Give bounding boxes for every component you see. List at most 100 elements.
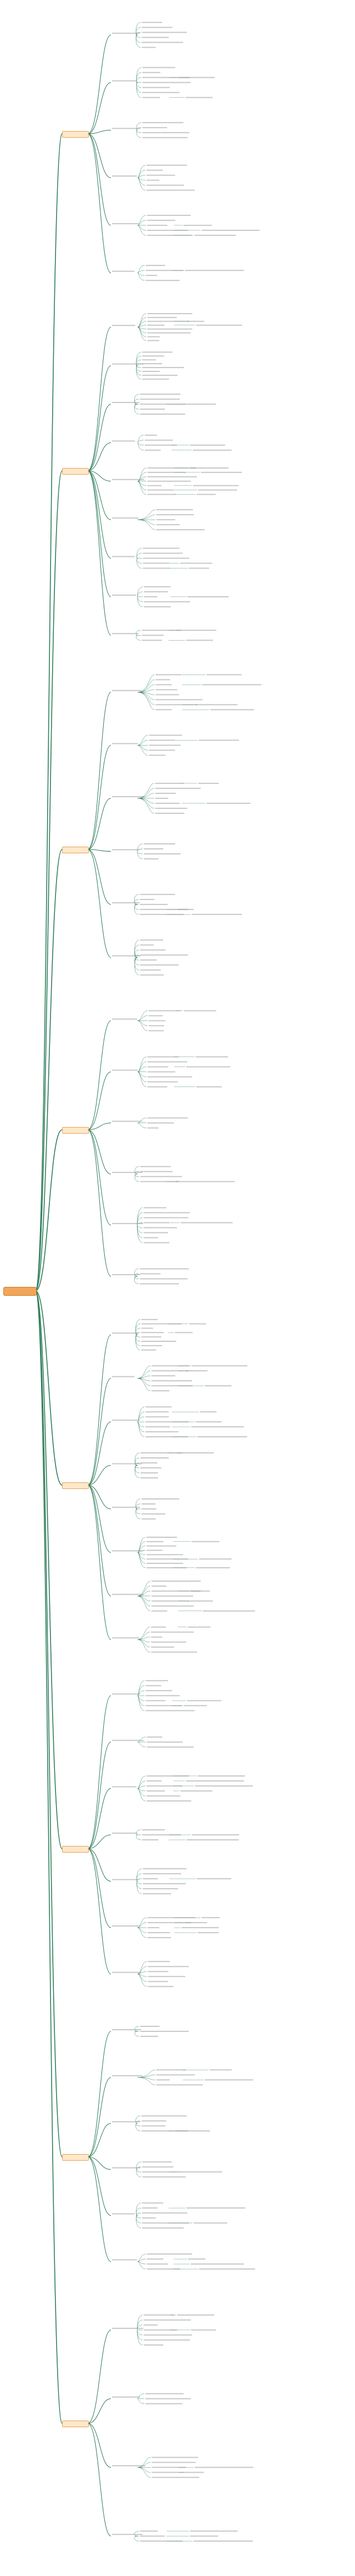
leaf-text-stub <box>189 567 210 569</box>
leaf-text-stub <box>206 802 251 804</box>
branch-line <box>135 1503 141 1510</box>
branch-line <box>134 394 139 405</box>
leaf-text-stub <box>146 184 184 186</box>
branch-line <box>137 1010 148 1021</box>
branch-line <box>137 2070 155 2078</box>
leaf-text-stub <box>112 1506 140 1508</box>
leaf-text-stub <box>156 514 194 516</box>
leaf-text-stub <box>142 2222 189 2224</box>
leaf-text-stub <box>155 674 182 676</box>
leaf-text-stub <box>176 909 194 910</box>
branch-line <box>137 1552 146 1559</box>
branch-line <box>137 1370 151 1378</box>
branch-line <box>134 957 139 965</box>
branch-line <box>134 399 139 405</box>
branch-line <box>135 2123 141 2131</box>
branch-line <box>137 1742 146 1748</box>
leaf-text-stub <box>140 959 157 961</box>
branch-line <box>137 1225 143 1228</box>
branch-line <box>137 2261 146 2270</box>
branch-line <box>137 481 146 495</box>
leaf-text-stub <box>155 792 176 794</box>
leaf-text-stub <box>151 1605 194 1607</box>
branch-line <box>137 440 144 443</box>
leaf-text-stub <box>183 224 212 226</box>
branch-line <box>134 904 139 915</box>
leaf-text-stub <box>191 1834 239 1835</box>
branch-line <box>136 355 141 366</box>
leaf-text-stub <box>146 1554 183 1556</box>
leaf-text-stub <box>186 2207 246 2209</box>
leaf-text-stub <box>147 494 176 495</box>
leaf-text-stub <box>140 954 188 956</box>
chapter-4[interactable] <box>62 1127 89 1134</box>
leaf-text-stub <box>199 2268 255 2270</box>
leaf-text-stub <box>149 749 175 751</box>
chapter-1[interactable] <box>62 131 89 138</box>
branch-line <box>87 1742 111 1849</box>
leaf-text-stub <box>140 939 164 941</box>
branch-line <box>137 442 144 446</box>
leaf-text-stub <box>141 1518 156 1520</box>
branch-line <box>87 1485 111 1640</box>
leaf-text-stub <box>112 1833 138 1834</box>
leaf-text-stub <box>145 1700 166 1702</box>
leaf-text-stub <box>151 1595 194 1597</box>
root-topic[interactable] <box>3 1287 37 1296</box>
branch-line <box>35 1290 63 2424</box>
leaf-text-stub <box>112 32 140 34</box>
leaf-text-stub <box>197 1932 219 1934</box>
leaf-text-stub <box>149 744 181 746</box>
branch-line <box>137 1225 143 1233</box>
leaf-text-stub <box>201 1917 220 1919</box>
leaf-text-stub <box>145 265 165 266</box>
leaf-text-stub <box>112 1550 144 1552</box>
branch-line <box>134 1276 139 1284</box>
leaf-text-stub <box>112 1739 144 1741</box>
leaf-text-stub <box>143 1217 189 1219</box>
leaf-text-stub <box>140 2530 158 2532</box>
branch-line <box>136 72 141 83</box>
branch-line <box>137 2462 151 2468</box>
chapter-6[interactable] <box>62 1846 89 1853</box>
leaf-text-stub <box>148 1917 196 1919</box>
branch-line <box>87 1378 111 1486</box>
leaf-text-stub <box>156 529 205 531</box>
branch-line <box>135 1465 140 1468</box>
leaf-text-stub <box>142 1839 159 1840</box>
branch-line <box>137 2325 143 2331</box>
leaf-text-stub <box>148 1976 185 1978</box>
leaf-text-stub <box>145 1690 173 1692</box>
branch-line <box>136 1873 142 1881</box>
leaf-text-stub <box>140 969 161 971</box>
branch-line <box>137 692 155 700</box>
leaf-text-stub <box>143 2334 192 2336</box>
branch-line <box>87 2398 111 2424</box>
leaf-text-stub <box>199 739 239 741</box>
branch-line <box>87 1695 111 1849</box>
branch-line <box>137 2258 146 2262</box>
branch-line <box>137 1927 147 1938</box>
branch-line <box>137 1690 145 1696</box>
leaf-text-stub <box>145 1710 195 1712</box>
leaf-text-stub <box>140 2535 165 2537</box>
chapter-5[interactable] <box>62 1482 89 1489</box>
leaf-text-stub <box>198 782 219 784</box>
chapter-2[interactable] <box>62 468 89 475</box>
branch-line <box>87 404 111 471</box>
chapter-3[interactable] <box>62 847 89 853</box>
branch-line <box>87 1020 111 1130</box>
chapter-8[interactable] <box>62 2421 89 2427</box>
leaf-text-stub <box>142 122 184 123</box>
leaf-text-stub <box>146 1558 189 1560</box>
leaf-text-stub <box>112 2327 144 2329</box>
leaf-text-stub <box>112 2121 140 2122</box>
leaf-text-stub <box>141 640 163 641</box>
branch-line <box>87 2077 111 2157</box>
leaf-text-stub <box>140 1283 179 1285</box>
chapter-7[interactable] <box>62 2154 89 2161</box>
leaf-text-stub <box>142 67 175 68</box>
leaf-text-stub <box>194 234 236 236</box>
leaf-text-stub <box>196 324 242 326</box>
leaf-text-stub <box>144 843 175 845</box>
